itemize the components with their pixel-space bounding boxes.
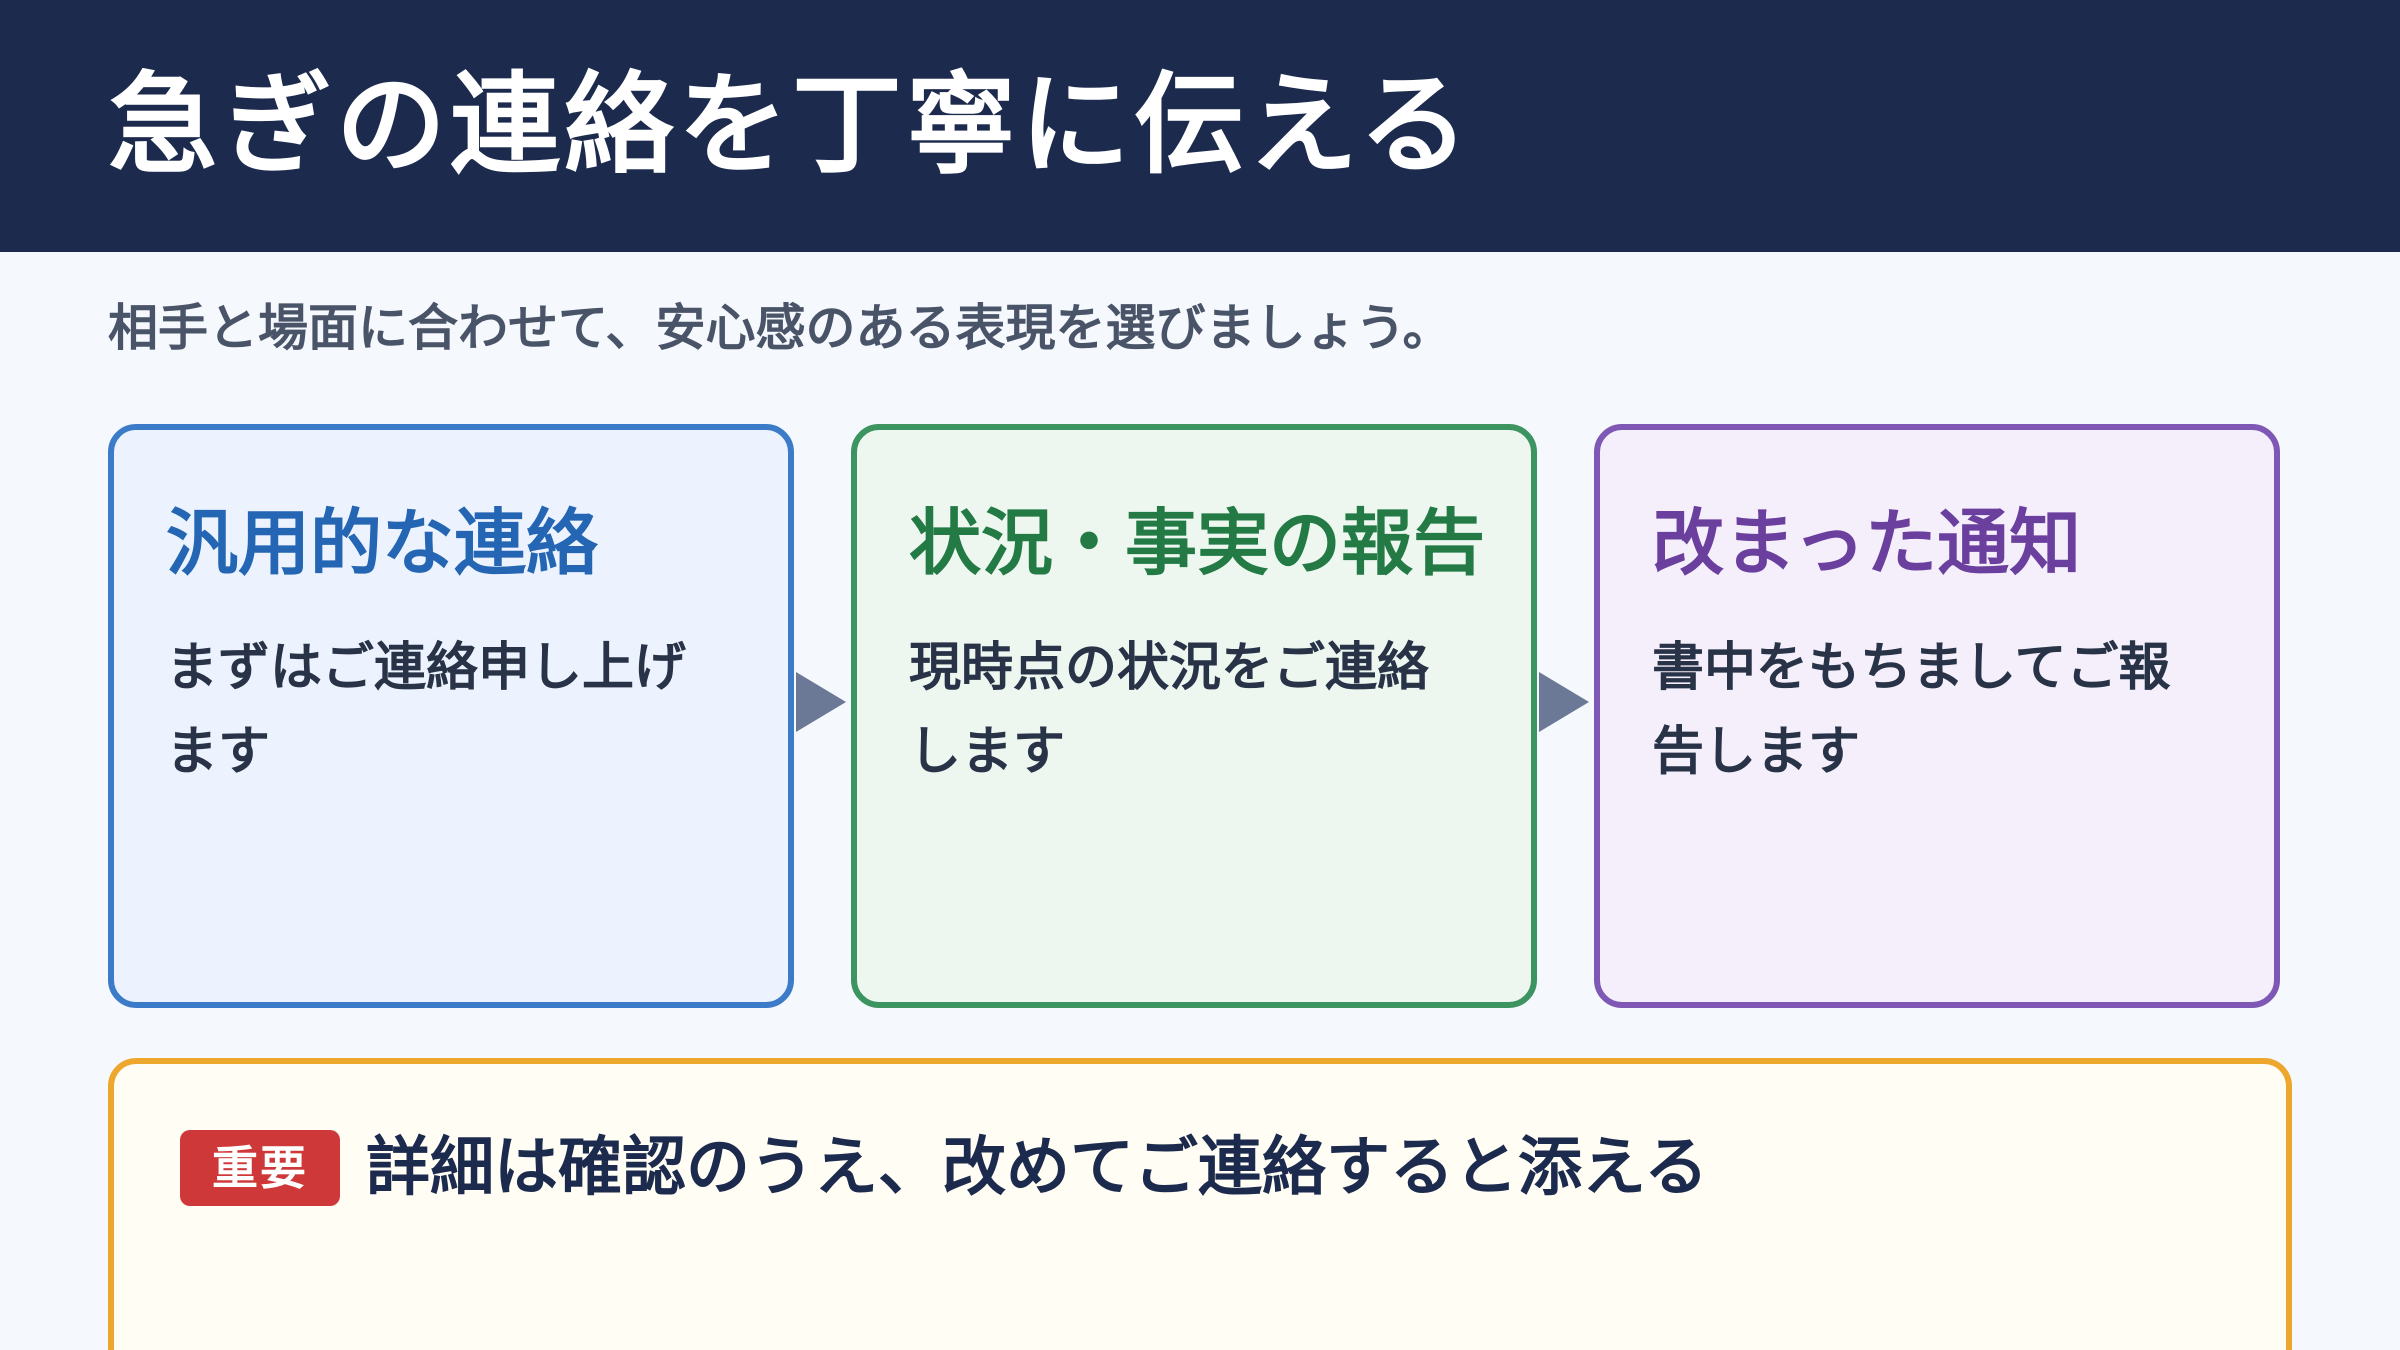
card-general-contact: 汎用的な連絡 まずはご連絡申し上げます	[108, 424, 794, 1008]
arrow-right-icon	[796, 672, 846, 732]
card-body: 書中をもちましてご報告します	[1652, 638, 2171, 782]
important-notice: 重要 詳細は確認のうえ、改めてご連絡すると添える	[108, 1058, 2292, 1350]
card-title: 状況・事実の報告	[909, 501, 1486, 585]
notice-text: 詳細は確認のうえ、改めてご連絡すると添える	[366, 1131, 1709, 1205]
arrow-right-icon	[1539, 672, 1589, 732]
card-body: まずはご連絡申し上げます	[166, 638, 687, 782]
card-formal-notice: 改まった通知 書中をもちましてご報告します	[1594, 424, 2280, 1008]
important-badge: 重要	[180, 1130, 340, 1206]
page-subtitle: 相手と場面に合わせて、安心感のある表現を選びましょう。	[108, 299, 1453, 357]
page-title: 急ぎの連絡を丁寧に伝える	[108, 61, 1473, 189]
card-body: 現時点の状況をご連絡します	[909, 638, 1430, 782]
card-title: 改まった通知	[1652, 501, 2082, 585]
header-banner: 急ぎの連絡を丁寧に伝える	[0, 0, 2400, 252]
card-title: 汎用的な連絡	[166, 501, 599, 585]
card-status-report: 状況・事実の報告 現時点の状況をご連絡します	[851, 424, 1537, 1008]
